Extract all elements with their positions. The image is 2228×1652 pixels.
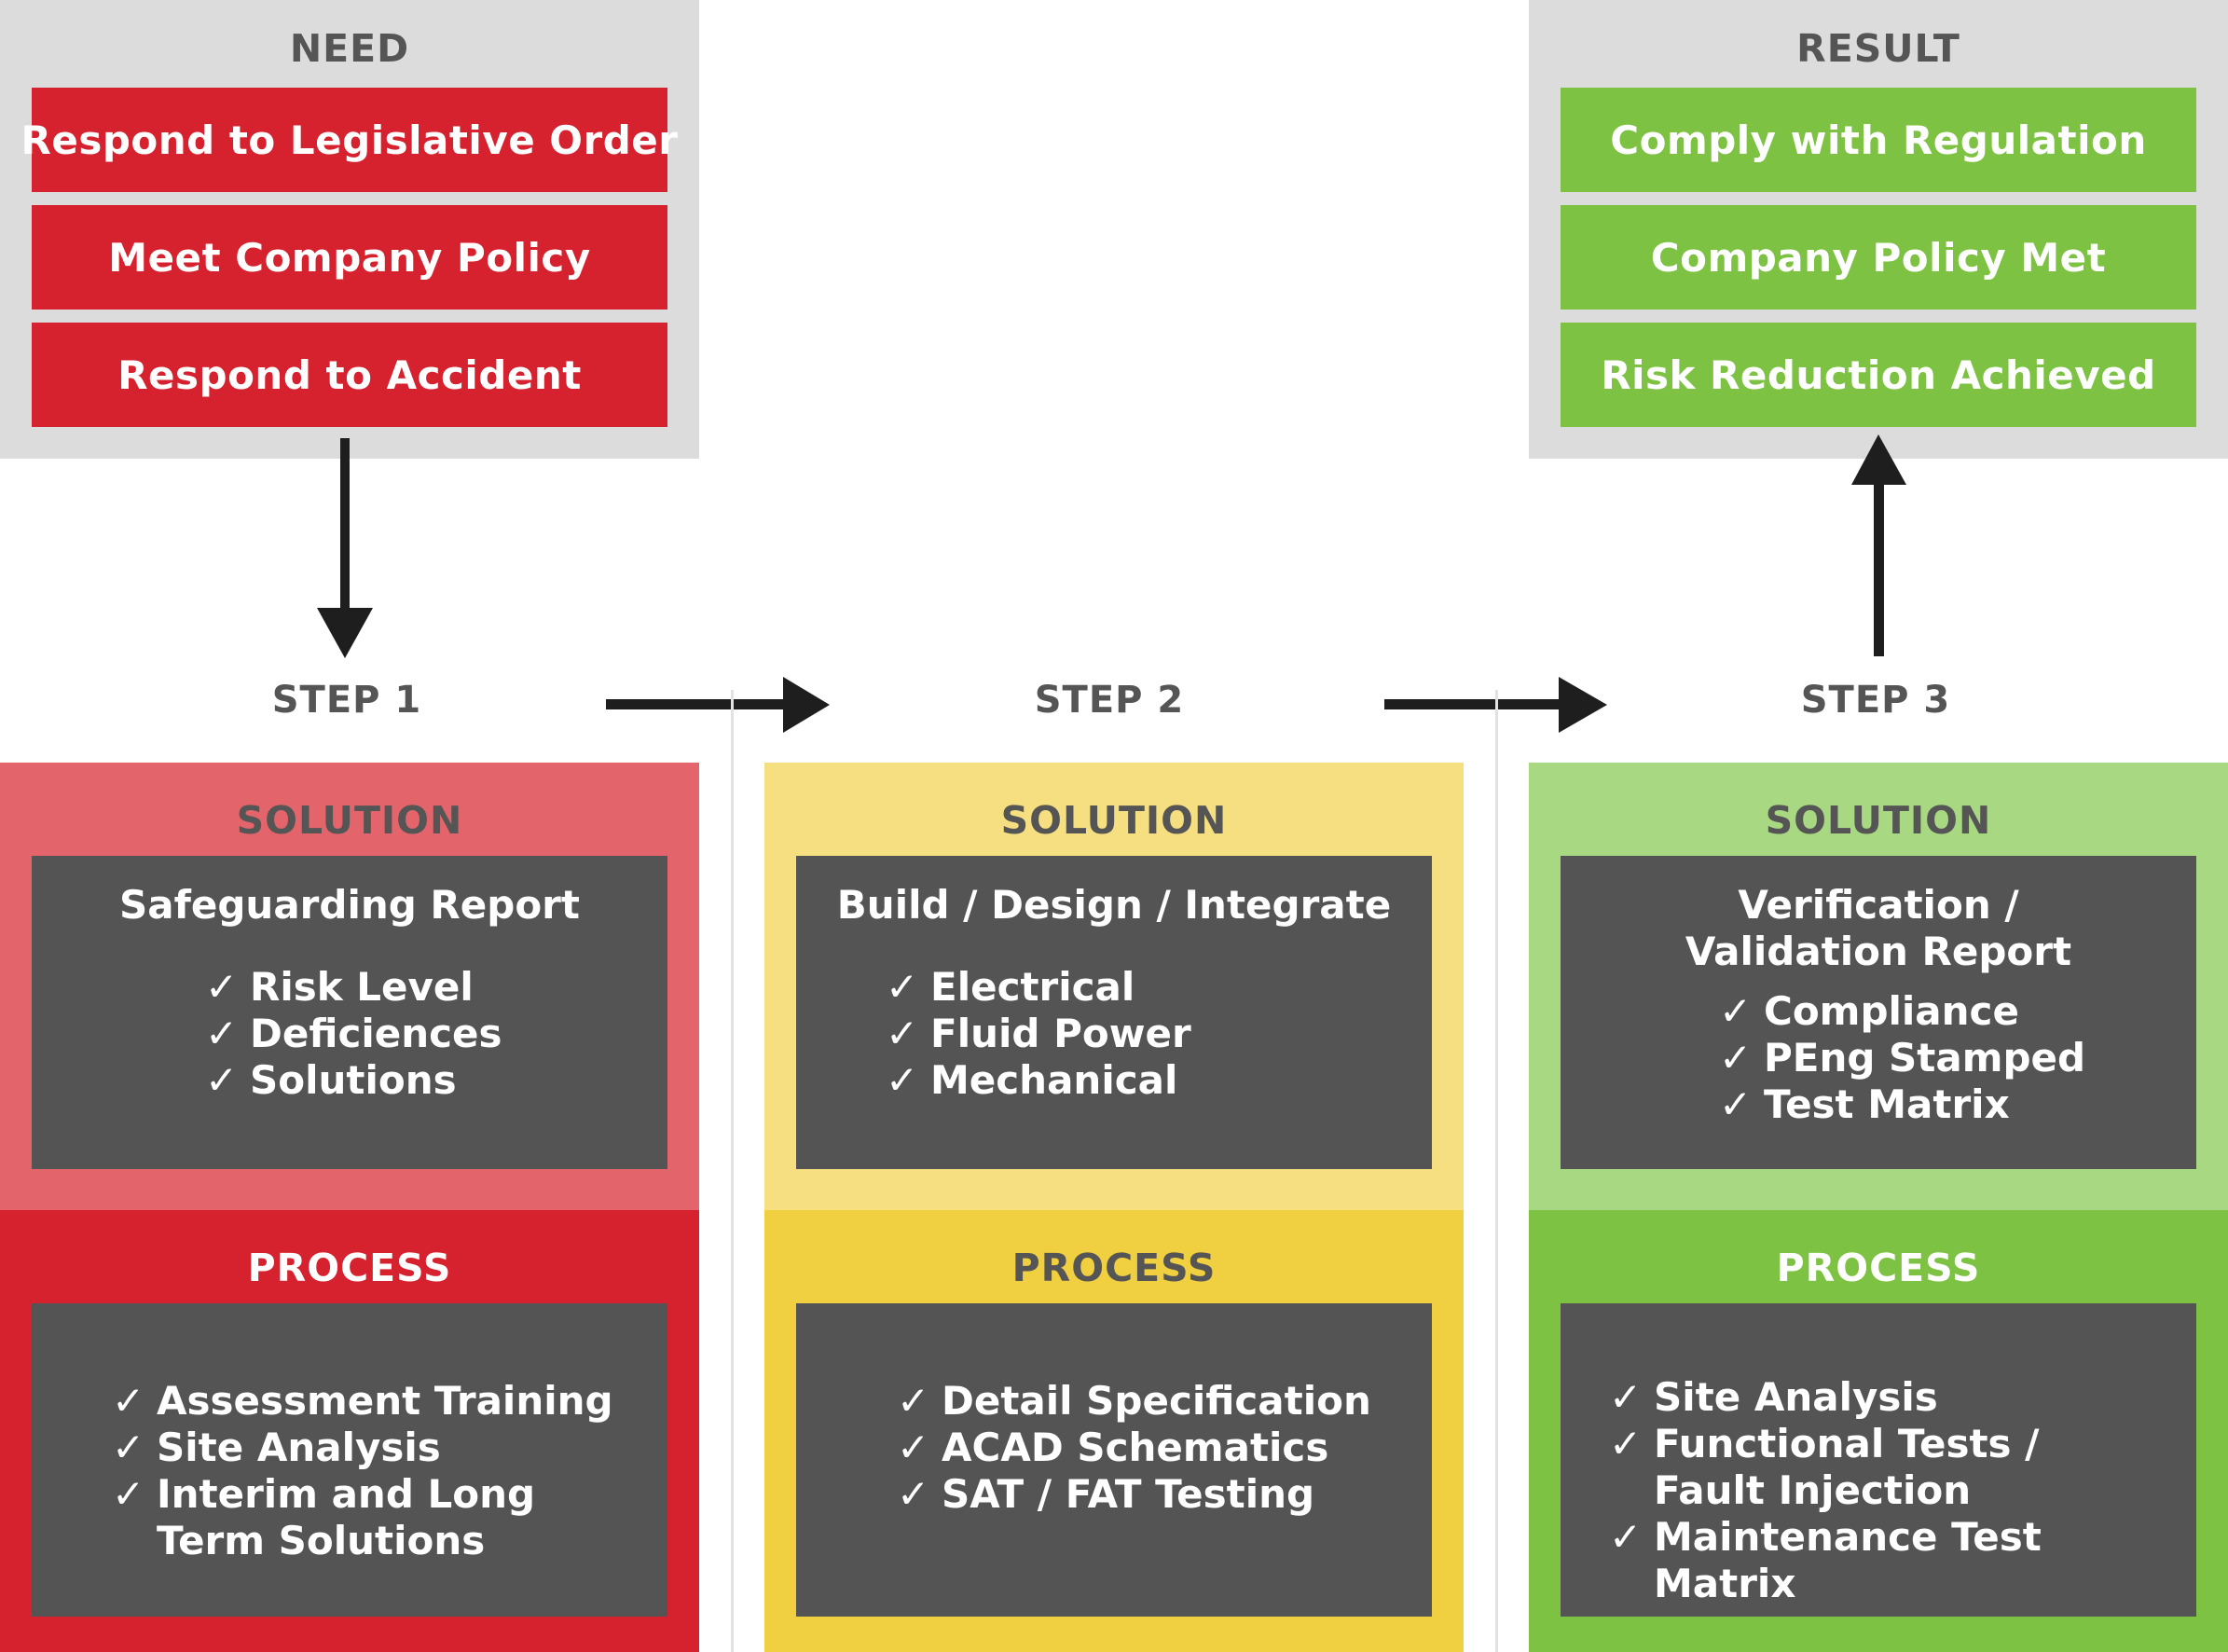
list-item-label: Functional Tests / Fault Injection xyxy=(1654,1421,2040,1513)
step-3-solution-header: SOLUTION xyxy=(1765,798,1992,843)
step-3-label: STEP 3 xyxy=(1800,679,1951,722)
step-2-process-header: PROCESS xyxy=(1011,1246,1217,1290)
list-item-label: Compliance xyxy=(1764,988,2019,1034)
step-2-process-box: ✓ Detail Specification ✓ ACAD Schematics ✓… xyxy=(796,1303,1432,1617)
process-checklist: ✓Site Analysis ✓Functional Tests / Fault… xyxy=(1609,1374,2187,1607)
solution-title: Build / Design / Integrate xyxy=(836,882,1392,928)
list-item: ✓Electrical xyxy=(886,964,1432,1011)
check-icon: ✓ xyxy=(205,1011,239,1056)
process-checklist: ✓ Assessment Training ✓ Site Analysis ✓ Int… xyxy=(112,1378,634,1564)
list-item: ✓Test Matrix xyxy=(1719,1081,2196,1128)
list-item-label: Detail Specification xyxy=(942,1378,1371,1424)
list-item-label: SAT / FAT Testing xyxy=(942,1471,1315,1517)
need-item-company-policy: Meet Company Policy xyxy=(32,205,667,310)
check-icon: ✓ xyxy=(886,1057,919,1103)
result-item-policy-met: Company Policy Met xyxy=(1561,205,2196,310)
check-icon: ✓ xyxy=(886,964,919,1010)
check-icon: ✓ xyxy=(886,1011,919,1056)
step-3-process-header: PROCESS xyxy=(1776,1246,1981,1290)
arrow-right-icon xyxy=(1384,677,1607,733)
check-icon: ✓ xyxy=(1609,1374,1643,1420)
list-item: ✓Functional Tests / Fault Injection xyxy=(1609,1421,2187,1514)
solution-title: Safeguarding Report xyxy=(119,882,580,928)
list-item-label: Mechanical xyxy=(930,1057,1178,1103)
step-2-label: STEP 2 xyxy=(1034,679,1185,722)
need-item-legislative-order: Respond to Legislative Order xyxy=(21,88,678,192)
step-3-solution-box: Verification / Validation Report ✓Compli… xyxy=(1561,856,2196,1169)
check-icon: ✓ xyxy=(1609,1421,1643,1466)
need-title: NEED xyxy=(289,26,410,71)
list-item: ✓ Interim and Long Term Solutions xyxy=(112,1471,634,1564)
need-item-accident: Respond to Accident xyxy=(32,323,667,427)
list-item: ✓ ACAD Schematics xyxy=(897,1425,1432,1471)
check-icon: ✓ xyxy=(112,1425,145,1470)
divider-line xyxy=(731,690,734,1652)
list-item-label: Fluid Power xyxy=(930,1011,1191,1056)
step-1-solution-header: SOLUTION xyxy=(236,798,463,843)
list-item-label: PEng Stamped xyxy=(1764,1035,2086,1081)
list-item: ✓Solutions xyxy=(205,1057,667,1104)
list-item-label: Site Analysis xyxy=(1654,1374,1938,1420)
check-icon: ✓ xyxy=(1719,1035,1753,1081)
arrow-up-icon xyxy=(1851,434,1906,656)
solution-checklist: ✓Risk Level ✓Deficiences ✓Solutions xyxy=(205,964,667,1104)
check-icon: ✓ xyxy=(205,964,239,1010)
check-icon: ✓ xyxy=(205,1057,239,1103)
check-icon: ✓ xyxy=(1719,988,1753,1034)
check-icon: ✓ xyxy=(112,1378,145,1424)
list-item: ✓Compliance xyxy=(1719,988,2196,1035)
result-item-risk-reduction: Risk Reduction Achieved xyxy=(1561,323,2196,427)
list-item-label: Site Analysis xyxy=(157,1425,441,1470)
list-item: ✓PEng Stamped xyxy=(1719,1035,2196,1081)
step-2-solution-header: SOLUTION xyxy=(1000,798,1228,843)
list-item: ✓Deficiences xyxy=(205,1011,667,1057)
list-item: ✓Maintenance Test Matrix xyxy=(1609,1514,2187,1607)
solution-checklist: ✓Compliance ✓PEng Stamped ✓Test Matrix xyxy=(1719,988,2196,1128)
step-2-solution-box: Build / Design / Integrate ✓Electrical ✓… xyxy=(796,856,1432,1169)
process-checklist: ✓ Detail Specification ✓ ACAD Schematics ✓… xyxy=(897,1378,1432,1518)
list-item-label: Test Matrix xyxy=(1764,1081,2010,1127)
check-icon: ✓ xyxy=(897,1471,930,1517)
step-1-process-header: PROCESS xyxy=(247,1246,452,1290)
check-icon: ✓ xyxy=(897,1425,930,1470)
list-item-label: Interim and Long Term Solutions xyxy=(157,1471,536,1563)
step-3-process-box: ✓Site Analysis ✓Functional Tests / Fault… xyxy=(1561,1303,2196,1617)
list-item: ✓Site Analysis xyxy=(1609,1374,2187,1421)
list-item: ✓ SAT / FAT Testing xyxy=(897,1471,1432,1518)
step-1-solution-box: Safeguarding Report ✓Risk Level ✓Deficie… xyxy=(32,856,667,1169)
arrow-down-icon xyxy=(317,438,373,658)
check-icon: ✓ xyxy=(1609,1514,1643,1560)
list-item-label: Risk Level xyxy=(250,964,474,1010)
list-item-label: Assessment Training xyxy=(157,1378,613,1424)
list-item-label: ACAD Schematics xyxy=(942,1425,1329,1470)
check-icon: ✓ xyxy=(1719,1081,1753,1127)
arrow-right-icon xyxy=(606,677,830,733)
check-icon: ✓ xyxy=(897,1378,930,1424)
list-item: ✓ Assessment Training xyxy=(112,1378,634,1425)
list-item: ✓Fluid Power xyxy=(886,1011,1432,1057)
list-item-label: Solutions xyxy=(250,1057,457,1103)
solution-title: Verification / Validation Report xyxy=(1685,882,2072,974)
list-item-label: Deficiences xyxy=(250,1011,502,1056)
check-icon: ✓ xyxy=(112,1471,145,1517)
list-item: ✓Risk Level xyxy=(205,964,667,1011)
list-item: ✓ Site Analysis xyxy=(112,1425,634,1471)
result-title: RESULT xyxy=(1796,26,1960,71)
list-item-label: Maintenance Test Matrix xyxy=(1654,1514,2042,1606)
solution-checklist: ✓Electrical ✓Fluid Power ✓Mechanical xyxy=(886,964,1432,1104)
result-item-comply-regulation: Comply with Regulation xyxy=(1561,88,2196,192)
list-item: ✓ Detail Specification xyxy=(897,1378,1432,1425)
list-item: ✓Mechanical xyxy=(886,1057,1432,1104)
list-item-label: Electrical xyxy=(930,964,1135,1010)
step-1-label: STEP 1 xyxy=(271,679,422,722)
divider-line xyxy=(1495,690,1498,1652)
step-1-process-box: ✓ Assessment Training ✓ Site Analysis ✓ Int… xyxy=(32,1303,667,1617)
